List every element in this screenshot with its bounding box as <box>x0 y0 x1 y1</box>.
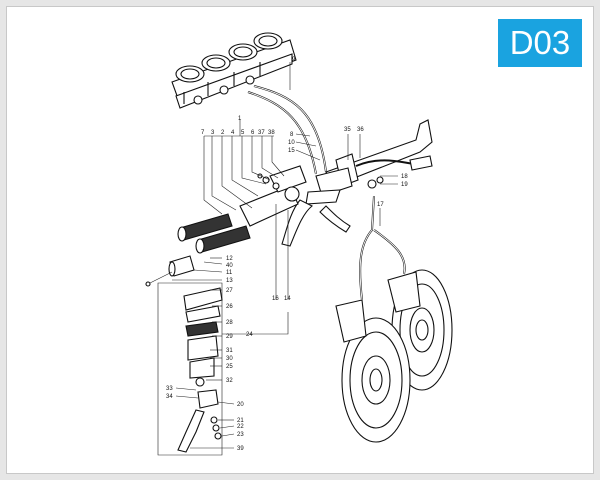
callout-36: 36 <box>357 127 364 133</box>
inset-detail <box>157 282 223 456</box>
brake-hoses <box>359 195 406 301</box>
handlebar-grips <box>177 213 251 254</box>
callout-2: 2 <box>221 130 225 136</box>
callout-18: 18 <box>401 174 408 180</box>
callout-12: 12 <box>226 256 233 262</box>
callout-37: 37 <box>258 130 265 136</box>
callout-17: 17 <box>377 202 384 208</box>
bar-end-weight <box>145 255 195 287</box>
callout-16: 16 <box>272 296 279 302</box>
callout-labels: 9 1 7 3 2 4 5 6 37 38 8 10 15 35 36 18 1… <box>166 57 408 452</box>
callout-11: 11 <box>226 270 233 276</box>
callout-8: 8 <box>290 132 294 138</box>
master-cylinder-assembly <box>281 167 384 247</box>
callout-7: 7 <box>201 130 205 136</box>
callout-40: 40 <box>226 263 233 269</box>
callout-39: 39 <box>237 446 244 452</box>
callout-27: 27 <box>226 288 233 294</box>
callout-10: 10 <box>288 140 295 146</box>
callout-23: 23 <box>237 432 244 438</box>
callout-24: 24 <box>246 332 253 338</box>
leader-lines <box>172 62 398 449</box>
callout-22: 22 <box>237 424 244 430</box>
throttle-body-assembly <box>171 32 297 109</box>
callout-28: 28 <box>226 320 233 326</box>
callout-14: 14 <box>284 296 291 302</box>
diagram-border <box>6 6 594 474</box>
callout-6: 6 <box>251 130 255 136</box>
callout-25: 25 <box>226 364 233 370</box>
callout-5: 5 <box>241 130 245 136</box>
callout-3: 3 <box>211 130 215 136</box>
callout-38: 38 <box>268 130 275 136</box>
callout-4: 4 <box>231 130 235 136</box>
callout-31: 31 <box>226 348 233 354</box>
callout-30: 30 <box>226 356 233 362</box>
callout-9: 9 <box>292 57 296 63</box>
throttle-cables <box>247 85 327 175</box>
callout-13: 13 <box>226 278 233 284</box>
brake-discs <box>335 269 453 443</box>
callout-26: 26 <box>226 304 233 310</box>
throttle-housing <box>239 165 307 227</box>
callout-21: 21 <box>237 418 244 424</box>
callout-33: 33 <box>166 386 173 392</box>
callout-34: 34 <box>166 394 173 400</box>
callout-35: 35 <box>344 127 351 133</box>
callout-19: 19 <box>401 182 408 188</box>
callout-29: 29 <box>226 334 233 340</box>
diagram-code-badge: D03 <box>498 19 582 67</box>
callout-32: 32 <box>226 378 233 384</box>
callout-20: 20 <box>237 402 244 408</box>
callout-15: 15 <box>288 148 295 154</box>
callout-1: 1 <box>238 116 242 122</box>
